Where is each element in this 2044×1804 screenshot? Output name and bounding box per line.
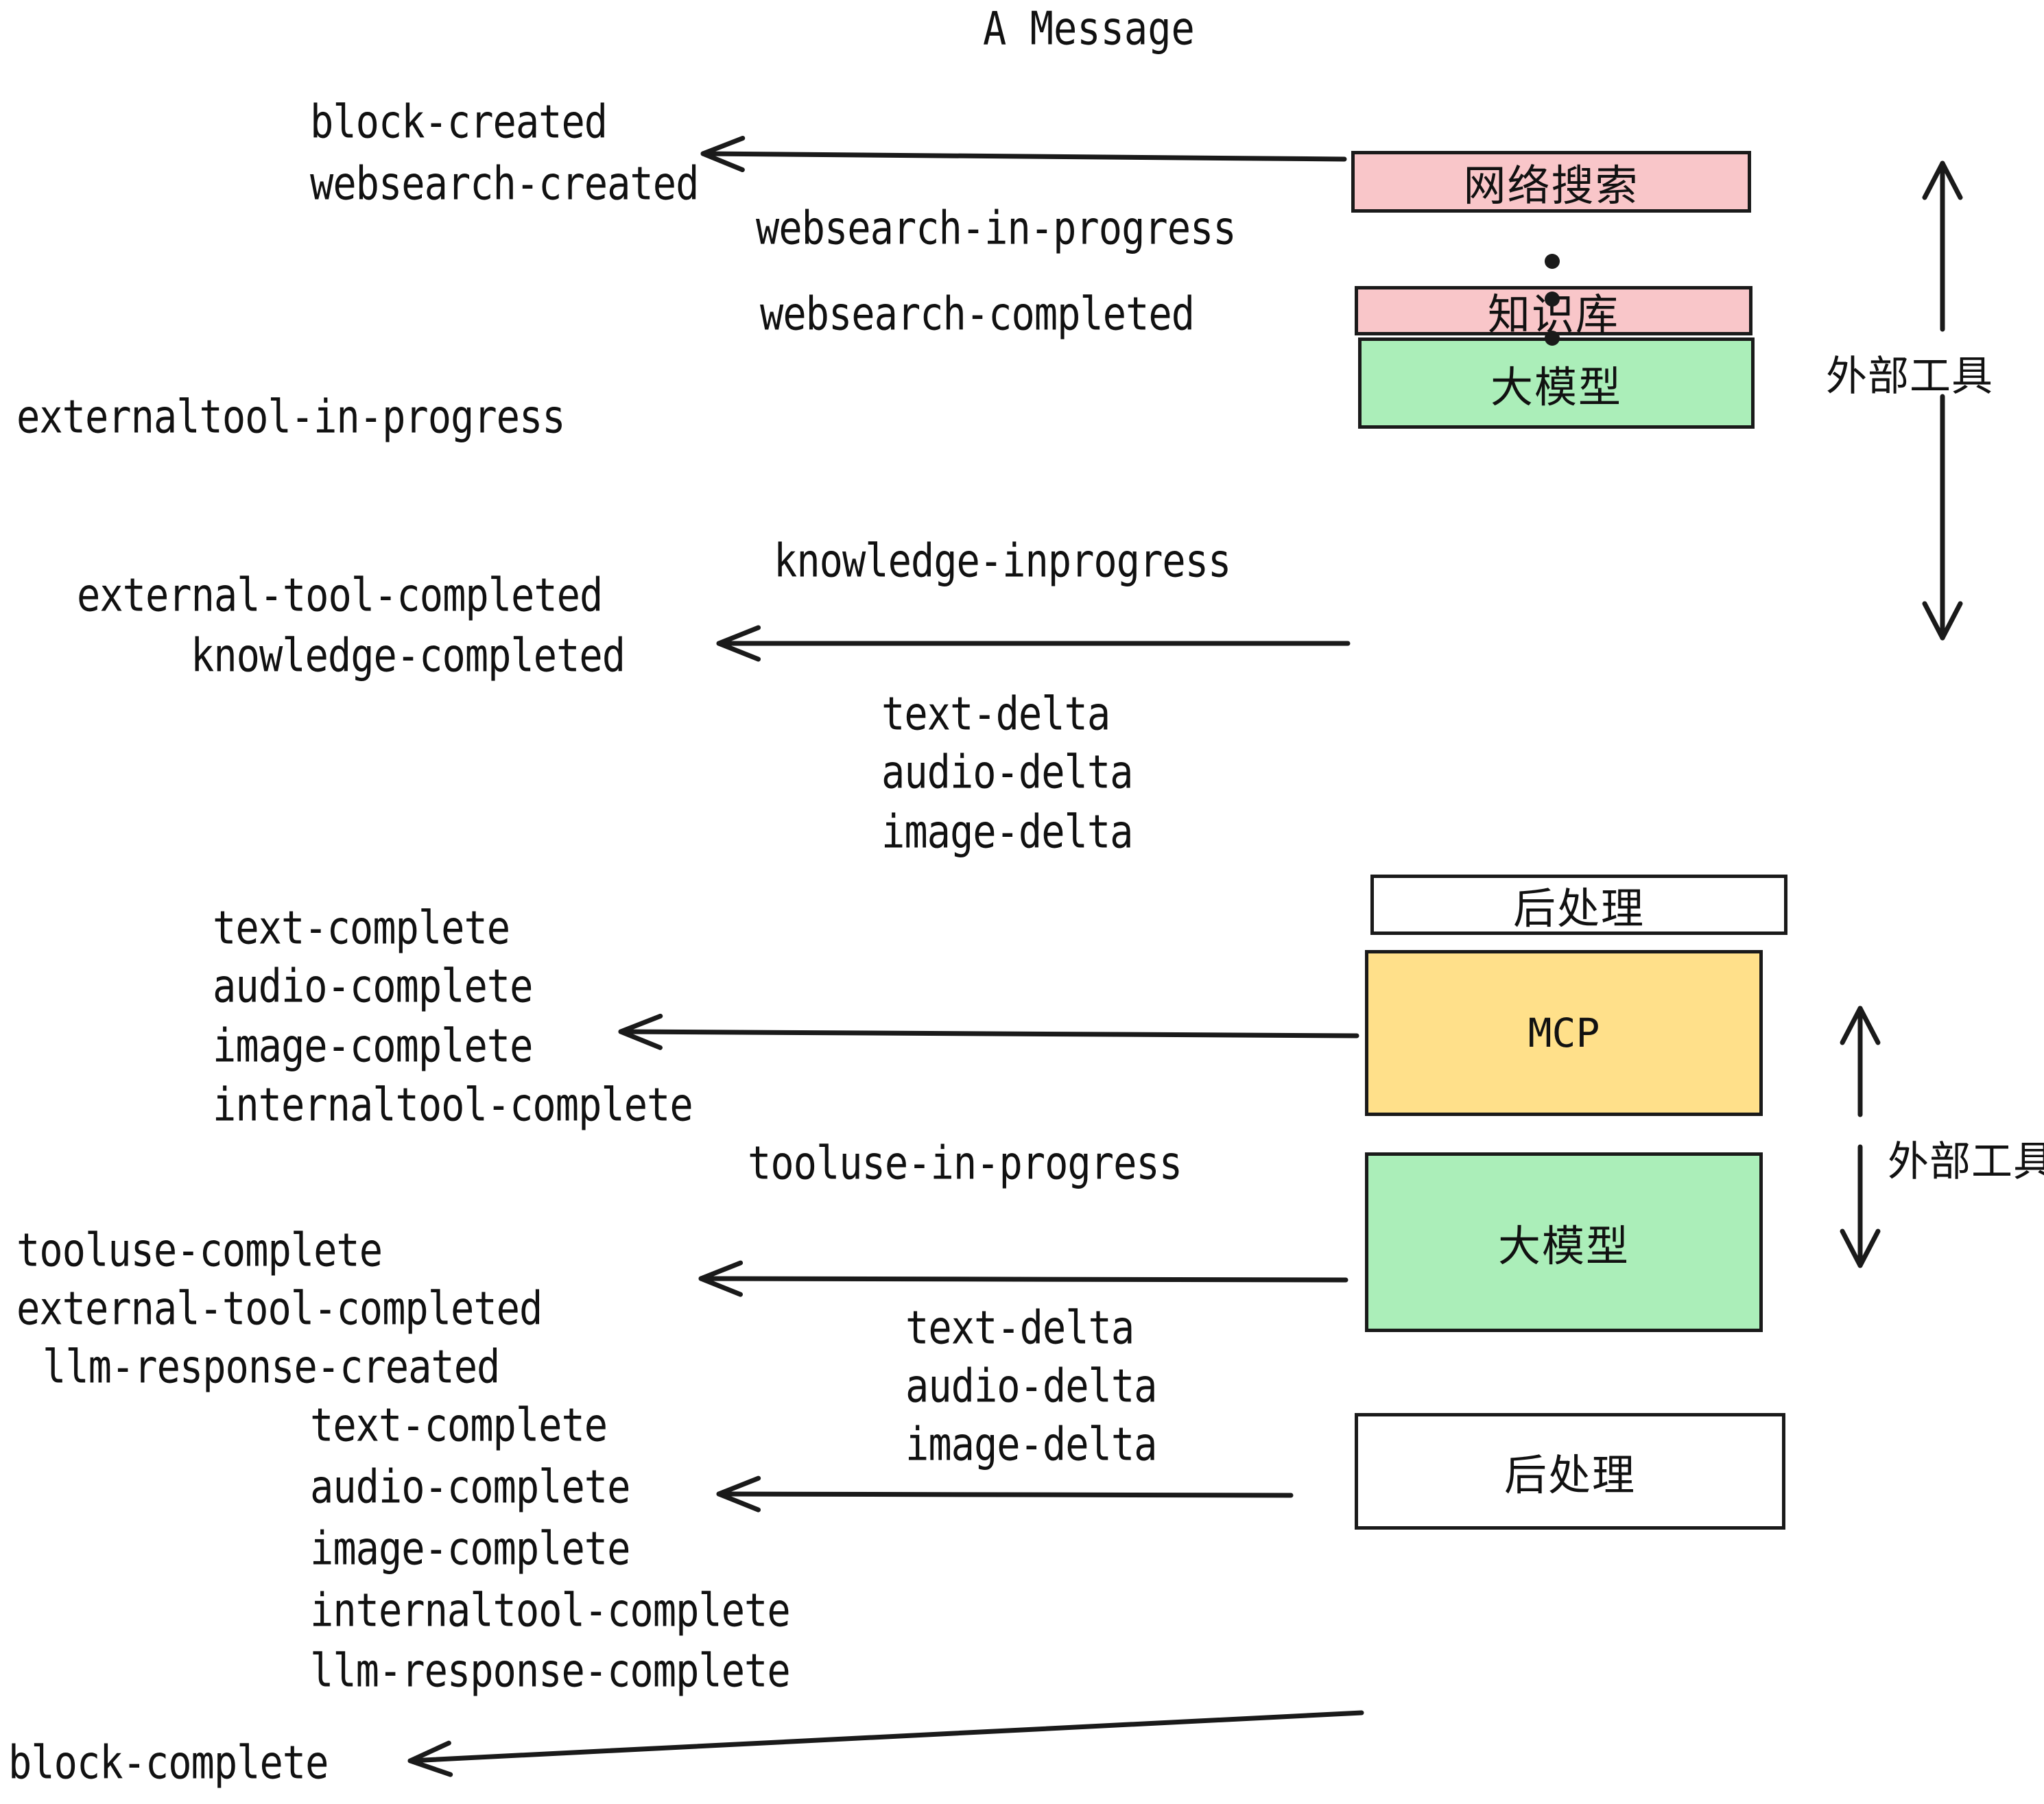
event-label-image-complete-2: image-complete (310, 1521, 630, 1576)
event-label-knowledge-inprogress: knowledge-inprogress (774, 534, 1231, 588)
side-label-external-tools-top: 外部工具 (1826, 353, 1993, 401)
event-label-audio-delta-1: audio-delta (881, 745, 1133, 799)
connector-arrow-block-complete (407, 1710, 1364, 1777)
event-label-internaltool-complete-2: internaltool-complete (310, 1583, 791, 1637)
connector-ext-tools-top-up (1922, 161, 1963, 332)
connector-ext-tools-top-down (1922, 394, 1963, 641)
event-label-image-delta-1: image-delta (881, 805, 1133, 859)
event-label-block-complete: block-complete (8, 1735, 329, 1790)
arrow-block-complete-line (407, 1710, 1364, 1764)
ellipsis-dot-2-icon (1545, 292, 1560, 307)
event-label-tooluse-in-progress: tooluse-in-progress (748, 1136, 1183, 1190)
connector-ext-tools-bot-up (1840, 1006, 1881, 1117)
event-label-externaltool-in-progress: externaltool-in-progress (16, 390, 566, 444)
event-label-internaltool-complete-1: internaltool-complete (213, 1078, 693, 1132)
connector-arrow-tooluse-complete (698, 1260, 1348, 1297)
event-label-text-delta-2: text-delta (905, 1301, 1134, 1355)
event-label-text-delta-1: text-delta (881, 687, 1110, 741)
event-label-audio-delta-2: audio-delta (905, 1359, 1157, 1413)
connector-arrow-audio-complete (716, 1475, 1294, 1512)
connector-arrow-block-created (700, 135, 1347, 172)
arrow-image-complete-head-icon (618, 1013, 663, 1050)
event-label-external-tool-completed-2: external-tool-completed (16, 1281, 543, 1336)
node-label-postprocess-2: 后处理 (1504, 1450, 1636, 1500)
event-label-llm-response-created: llm-response-created (43, 1340, 500, 1394)
event-label-knowledge-completed: knowledge-completed (191, 628, 626, 683)
event-label-websearch-created: websearch-created (310, 156, 699, 211)
connector-arrow-knowledge-completed (716, 625, 1351, 662)
node-llm-2: 大模型 (1365, 1152, 1763, 1332)
event-label-websearch-in-progress: websearch-in-progress (756, 201, 1237, 255)
event-label-audio-complete-1: audio-complete (213, 959, 533, 1013)
event-label-llm-response-complete: llm-response-complete (310, 1643, 791, 1698)
arrow-audio-complete-line (716, 1491, 1294, 1498)
node-postprocess-1: 后处理 (1370, 875, 1787, 935)
event-label-text-complete-2: text-complete (310, 1398, 608, 1452)
ext-tools-top-up-head-icon (1922, 161, 1963, 200)
node-mcp: MCP (1365, 950, 1763, 1116)
ext-tools-bot-up-head-icon (1840, 1006, 1881, 1045)
node-label-llm-2: 大模型 (1497, 1221, 1630, 1271)
event-label-websearch-completed: websearch-completed (760, 287, 1195, 341)
node-label-websearch: 网络搜索 (1463, 161, 1639, 211)
event-label-tooluse-complete: tooluse-complete (16, 1223, 383, 1277)
node-websearch: 网络搜索 (1351, 151, 1751, 213)
connector-arrow-image-complete (618, 1013, 1359, 1050)
event-label-text-complete-1: text-complete (213, 901, 510, 955)
node-label-postprocess-1: 后处理 (1512, 883, 1645, 934)
node-llm-1: 大模型 (1358, 337, 1755, 429)
arrow-block-created-head-icon (700, 135, 746, 172)
node-label-llm-1: 大模型 (1490, 361, 1622, 412)
arrow-tooluse-complete-line (698, 1276, 1348, 1283)
ellipsis-dot-1-icon (1545, 254, 1560, 269)
arrow-block-created-line (700, 151, 1347, 162)
page-title: A Message (983, 1, 1195, 56)
side-label-external-tools-bottom: 外部工具 (1888, 1138, 2044, 1186)
connector-ext-tools-bot-down (1840, 1144, 1881, 1268)
ellipsis-dot-3-icon (1545, 331, 1560, 346)
arrow-audio-complete-head-icon (716, 1475, 761, 1512)
arrow-knowledge-completed-head-icon (716, 625, 761, 662)
ext-tools-bot-down-head-icon (1840, 1229, 1881, 1268)
event-label-image-complete-1: image-complete (213, 1019, 533, 1073)
arrow-block-complete-head-icon (407, 1740, 453, 1777)
event-label-external-tool-completed-1: external-tool-completed (77, 568, 603, 622)
arrow-image-complete-line (618, 1029, 1359, 1039)
node-label-mcp: MCP (1528, 1010, 1600, 1056)
node-postprocess-2: 后处理 (1355, 1413, 1785, 1530)
arrow-tooluse-complete-head-icon (698, 1260, 744, 1297)
ext-tools-top-down-head-icon (1922, 601, 1963, 641)
event-label-block-created: block-created (310, 95, 608, 149)
event-label-audio-complete-2: audio-complete (310, 1460, 630, 1514)
event-label-image-delta-2: image-delta (905, 1417, 1157, 1471)
